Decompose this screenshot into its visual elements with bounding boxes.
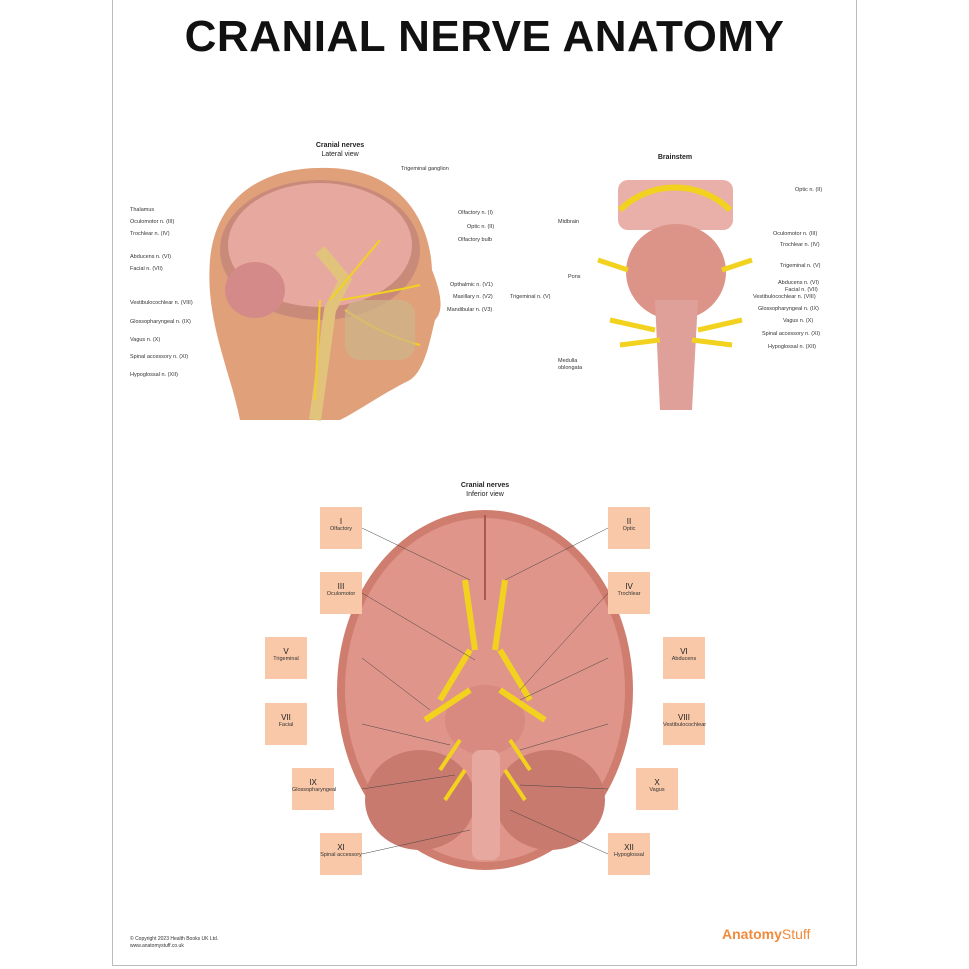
label-hypoglossal: Hypoglossal n. (XII) xyxy=(130,372,178,378)
website-text: www.anatomystuff.co.uk xyxy=(130,943,184,949)
label-trigeminal-ganglion: Trigeminal ganglion xyxy=(401,166,449,172)
label-olfactory: Olfactory n. (I) xyxy=(458,210,493,216)
brainstem-caption: Brainstem xyxy=(657,154,693,161)
bs-label-oculomotor: Oculomotor n. (III) xyxy=(773,231,818,237)
bs-label-abducens: Abducens n. (VI) xyxy=(778,280,819,286)
footer-copyright: © Copyright 2023 Health Books UK Ltd.www… xyxy=(130,936,218,950)
label-mandibular: Mandibular n. (V3) xyxy=(447,307,493,313)
label-facial: Facial n. (VII) xyxy=(130,266,163,272)
brainstem-illustration xyxy=(597,180,753,410)
bs-label-facial: Facial n. (VII) xyxy=(785,287,818,293)
page-title: CRANIAL NERVE ANATOMY xyxy=(184,12,785,61)
bs-label-optic: Optic n. (II) xyxy=(795,187,823,193)
label-spinal-accessory: Spinal accessory n. (XI) xyxy=(130,354,189,360)
anatomystuff-logo: AnatomyStuff xyxy=(722,926,811,942)
bs-label-hypoglossal: Hypoglossal n. (XII) xyxy=(768,344,816,350)
leader-lines xyxy=(361,527,609,855)
bs-label-spinal-accessory: Spinal accessory n. (XI) xyxy=(762,331,821,337)
copyright-text: © Copyright 2023 Health Books UK Ltd. xyxy=(130,936,219,942)
label-thalamus: Thalamus xyxy=(130,207,155,213)
region-midbrain: Midbrain xyxy=(558,219,580,225)
lateral-head-illustration xyxy=(209,167,441,421)
label-trigeminal-group: Trigeminal n. (V) xyxy=(510,294,551,300)
label-abducens: Abducens n. (VI) xyxy=(130,254,171,260)
label-glossopharyngeal: Glossopharyngeal n. (IX) xyxy=(130,319,191,325)
bs-label-trochlear: Trochlear n. (IV) xyxy=(780,242,820,248)
bs-label-vagus: Vagus n. (X) xyxy=(783,318,814,324)
label-oculomotor: Oculomotor n. (III) xyxy=(130,219,175,225)
label-trochlear: Trochlear n. (IV) xyxy=(130,231,170,237)
inferior-brain-illustration xyxy=(337,510,633,870)
poster-frame xyxy=(112,0,857,966)
bs-label-vestibulocochlear: Vestibulocochlear n. (VIII) xyxy=(753,294,816,300)
label-vagus: Vagus n. (X) xyxy=(130,337,161,343)
label-opthalmic: Opthalmic n. (V1) xyxy=(450,282,493,288)
region-pons: Pons xyxy=(568,274,581,280)
bs-label-glossopharyngeal: Glossopharyngeal n. (IX) xyxy=(758,306,819,312)
region-medulla: Medulla oblongata xyxy=(558,358,583,371)
label-maxillary: Maxillary n. (V2) xyxy=(453,294,493,300)
label-olfactory-bulb: Olfactory bulb xyxy=(458,237,492,243)
bs-label-trigeminal: Trigeminal n. (V) xyxy=(780,263,821,269)
label-vestibulocochlear: Vestibulocochlear n. (VIII) xyxy=(130,300,193,306)
label-optic: Optic n. (II) xyxy=(467,224,495,230)
